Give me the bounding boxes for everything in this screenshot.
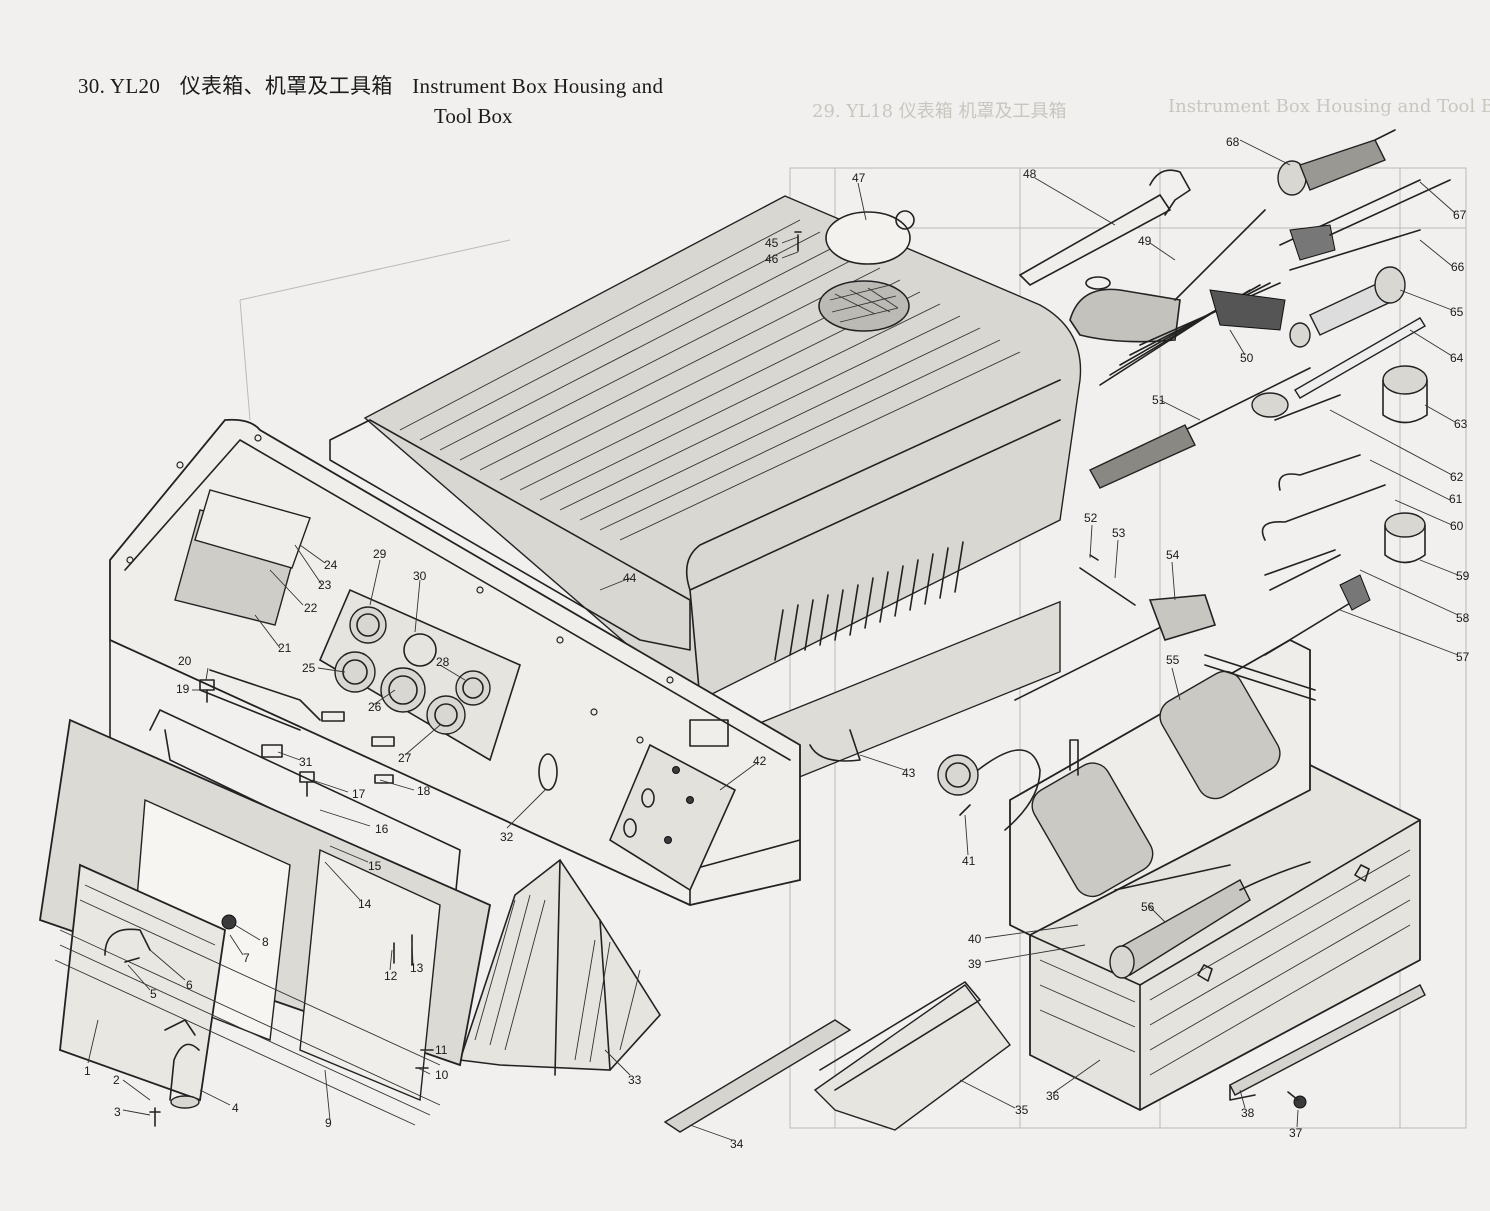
callout-36: 36 [1046, 1089, 1060, 1103]
callout-30: 30 [413, 569, 427, 583]
callout-1: 1 [84, 1064, 91, 1078]
heading-title-en-1: Instrument Box Housing and [412, 74, 664, 98]
page-heading: 30. YL20 仪表箱、机罩及工具箱 Instrument Box Housi… [78, 70, 677, 100]
callout-2: 2 [113, 1073, 120, 1087]
callout-12: 12 [384, 969, 398, 983]
callout-3: 3 [114, 1105, 121, 1119]
engine-hood [329, 195, 1082, 794]
callout-5: 5 [150, 987, 157, 1001]
callout-20: 20 [178, 654, 192, 668]
callout-32: 32 [500, 830, 514, 844]
callout-23: 23 [318, 578, 332, 592]
callout-25: 25 [302, 661, 316, 675]
callout-56: 56 [1141, 900, 1155, 914]
callout-48: 48 [1023, 167, 1037, 181]
callout-6: 6 [186, 978, 193, 992]
callout-54: 54 [1166, 548, 1180, 562]
callout-15: 15 [368, 859, 382, 873]
callout-63: 63 [1454, 417, 1468, 431]
leader-lines [87, 139, 1459, 1141]
callout-7: 7 [243, 951, 250, 965]
bleed-title: 29. YL18 仪表箱 机罩及工具箱 [812, 101, 1067, 122]
callout-37: 37 [1289, 1126, 1303, 1140]
callout-numbers: 1 2 3 4 5 6 7 8 9 10 11 12 13 14 15 16 1… [84, 135, 1470, 1151]
callout-35: 35 [1015, 1103, 1029, 1117]
heading-title-zh: 仪表箱、机罩及工具箱 [179, 74, 393, 98]
callout-17: 17 [352, 787, 366, 801]
bleed-through: 29. YL18 仪表箱 机罩及工具箱 Instrument Box Housi… [239, 96, 1490, 1129]
callout-67: 67 [1453, 208, 1467, 222]
callout-13: 13 [410, 961, 424, 975]
callout-18: 18 [417, 784, 431, 798]
callout-47: 47 [852, 171, 866, 185]
callout-27: 27 [398, 751, 412, 765]
callout-58: 58 [1456, 611, 1470, 625]
callout-41: 41 [962, 854, 976, 868]
callout-49: 49 [1138, 234, 1152, 248]
bleed-title-en: Instrument Box Housing and Tool Box [1168, 96, 1490, 117]
callout-68: 68 [1226, 135, 1240, 149]
callout-52: 52 [1084, 511, 1098, 525]
callout-4: 4 [232, 1101, 239, 1115]
callout-28: 28 [436, 655, 450, 669]
pressure-gauge-and-hammer [937, 554, 1316, 831]
callout-55: 55 [1166, 653, 1180, 667]
heading-number: 30. YL20 [78, 74, 161, 98]
callout-59: 59 [1456, 569, 1470, 583]
callout-10: 10 [435, 1068, 449, 1082]
callout-65: 65 [1450, 305, 1464, 319]
callout-22: 22 [304, 601, 318, 615]
callout-42: 42 [753, 754, 767, 768]
callout-40: 40 [968, 932, 982, 946]
tool-box [1009, 638, 1421, 1112]
callout-66: 66 [1451, 260, 1465, 274]
callout-39: 39 [968, 957, 982, 971]
heading-title-en-2: Tool Box [434, 104, 513, 128]
callout-38: 38 [1241, 1106, 1255, 1120]
brackets [663, 924, 1426, 1133]
callout-50: 50 [1240, 351, 1254, 365]
callout-9: 9 [325, 1116, 332, 1130]
callout-11: 11 [435, 1043, 448, 1057]
callout-8: 8 [262, 935, 269, 949]
callout-29: 29 [373, 547, 387, 561]
callout-62: 62 [1450, 470, 1464, 484]
callout-64: 64 [1450, 351, 1464, 365]
callout-61: 61 [1449, 492, 1463, 506]
callout-21: 21 [278, 641, 292, 655]
callout-33: 33 [628, 1073, 642, 1087]
callout-44: 44 [623, 571, 637, 585]
callout-60: 60 [1450, 519, 1464, 533]
callout-31: 31 [299, 755, 313, 769]
callout-26: 26 [368, 700, 382, 714]
callout-34: 34 [730, 1137, 744, 1151]
callout-43: 43 [902, 766, 916, 780]
callout-24: 24 [324, 558, 338, 572]
callout-46: 46 [765, 252, 779, 266]
callout-16: 16 [375, 822, 389, 836]
callout-51: 51 [1152, 393, 1166, 407]
instrument-box-housing [109, 418, 801, 1076]
callout-14: 14 [358, 897, 372, 911]
callout-19: 19 [176, 682, 190, 696]
tool-set [1018, 129, 1451, 656]
callout-57: 57 [1456, 650, 1470, 664]
callout-53: 53 [1112, 526, 1126, 540]
front-doors [38, 718, 492, 1127]
callout-45: 45 [765, 236, 779, 250]
